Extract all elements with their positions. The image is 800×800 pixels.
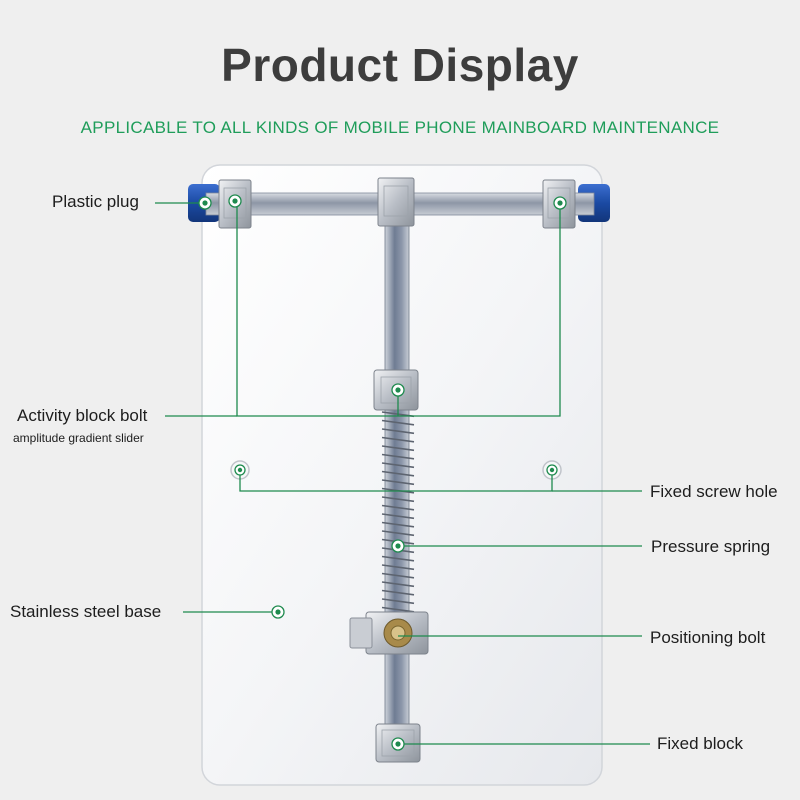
positioning-bolt-block (349, 611, 429, 655)
label-pressure-spring: Pressure spring (651, 537, 771, 556)
marker-fixed-block (391, 737, 405, 751)
marker-pressure-spring (391, 539, 405, 553)
marker-activity-block-right (553, 196, 567, 210)
label-positioning-bolt: Positioning bolt (650, 628, 766, 647)
callout-lines (155, 202, 650, 745)
marker-screw-hole-right (546, 464, 558, 476)
page-title: Product Display (221, 39, 579, 91)
marker-screw-hole-left (234, 464, 246, 476)
label-plastic-plug: Plastic plug (52, 192, 139, 211)
label-fixed-block: Fixed block (657, 734, 743, 753)
top-center-block (377, 177, 415, 227)
label-activity-block-bolt: Activity block bolt (17, 406, 148, 425)
vertical-bar (384, 199, 410, 741)
label-activity-block-bolt-sub: amplitude gradient slider (13, 431, 144, 445)
callout-markers (198, 194, 567, 751)
page-subtitle: APPLICABLE TO ALL KINDS OF MOBILE PHONE … (80, 118, 720, 137)
marker-plastic-plug (198, 196, 212, 210)
marker-activity-block-left (228, 194, 242, 208)
marker-steel-base (271, 605, 285, 619)
marker-spring-block (391, 383, 405, 397)
label-fixed-screw-hole: Fixed screw hole (650, 482, 778, 501)
label-stainless-steel-base: Stainless steel base (10, 602, 162, 621)
